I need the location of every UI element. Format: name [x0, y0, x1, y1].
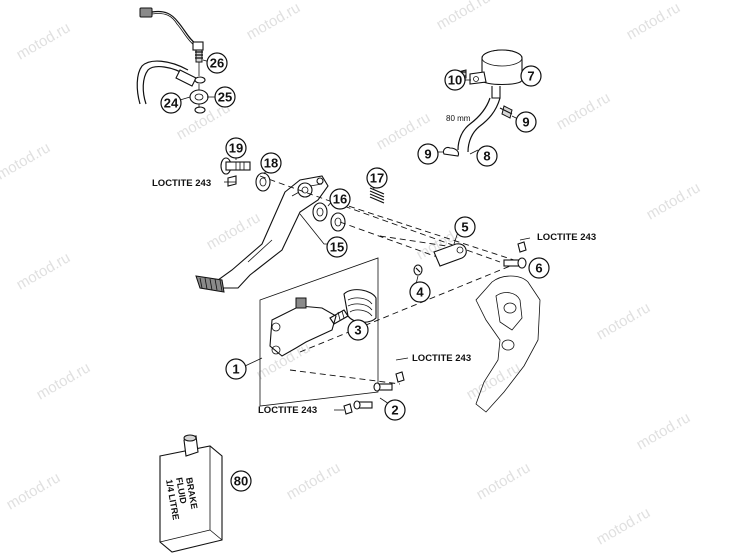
callout-9-lower: 9: [417, 143, 439, 165]
callout-17: 17: [366, 167, 388, 189]
callout-6: 6: [528, 257, 550, 279]
callout-9-upper: 9: [515, 111, 537, 133]
watermark: motod.ru: [594, 299, 654, 343]
push-rod-clevis: [413, 243, 467, 276]
watermark: motod.ru: [0, 139, 53, 183]
watermark: motod.ru: [284, 459, 344, 503]
can-label-line2: FLUID: [174, 477, 189, 505]
watermark: motod.ru: [594, 504, 654, 548]
callout-80: 80: [230, 470, 252, 492]
svg-text:2: 2: [391, 403, 398, 418]
svg-text:26: 26: [210, 56, 224, 71]
callout-24: 24: [160, 92, 182, 114]
watermark: motod.ru: [474, 459, 534, 503]
callout-15: 15: [326, 236, 348, 258]
watermark: motod.ru: [14, 249, 74, 293]
reservoir-hose: 80 mm: [442, 97, 513, 157]
watermark: motod.ru: [4, 469, 64, 513]
svg-text:1: 1: [232, 362, 239, 377]
svg-text:10: 10: [448, 73, 462, 88]
svg-text:19: 19: [229, 141, 243, 156]
clevis-bolt: [503, 241, 527, 269]
svg-text:4: 4: [416, 285, 424, 300]
brake-light-switch: [139, 7, 204, 63]
svg-text:7: 7: [527, 69, 534, 84]
watermark: motod.ru: [464, 359, 524, 403]
svg-text:5: 5: [461, 220, 468, 235]
frame-mount-outline: [475, 275, 541, 413]
watermark: motod.ru: [644, 179, 704, 223]
callout-26: 26: [206, 52, 228, 74]
callout-4: 4: [409, 281, 431, 303]
watermark: motod.ru: [244, 0, 304, 43]
callout-5: 5: [454, 216, 476, 238]
svg-text:9: 9: [522, 115, 529, 130]
callout-8: 8: [476, 145, 498, 167]
master-cylinder-panel: [259, 257, 379, 407]
return-spring: [369, 187, 385, 204]
svg-text:25: 25: [218, 90, 232, 105]
svg-text:3: 3: [354, 323, 361, 338]
watermark: motod.ru: [34, 359, 94, 403]
brake-fluid-reservoir: [455, 49, 523, 99]
svg-text:17: 17: [370, 171, 384, 186]
watermark: motod.ru: [554, 89, 614, 133]
brake-hose-upper: [136, 60, 209, 114]
svg-text:8: 8: [483, 149, 490, 164]
mounting-bolts: [343, 371, 405, 415]
loctite-label-lower-bolt: LOCTITE 243: [258, 405, 317, 416]
hose-length-label: 80 mm: [446, 114, 471, 123]
svg-text:18: 18: [264, 156, 278, 171]
watermark: motod.ru: [434, 0, 494, 33]
callout-2: 2: [384, 399, 406, 421]
svg-text:9: 9: [424, 147, 431, 162]
svg-text:16: 16: [333, 192, 347, 207]
loctite-label-pivot: LOCTITE 243: [152, 178, 211, 189]
watermark: motod.ru: [624, 0, 684, 43]
watermark: motod.ru: [634, 409, 694, 453]
callout-16: 16: [329, 188, 351, 210]
watermark-layer: motod.ru motod.ru motod.ru motod.ru moto…: [0, 0, 703, 548]
callout-18: 18: [260, 152, 282, 174]
brake-fluid-can: BRAKE FLUID 1/4 LITRE: [159, 434, 223, 553]
callout-25: 25: [214, 86, 236, 108]
pedal-pivot-bolt: [220, 157, 271, 192]
loctite-label-upper-bolt: LOCTITE 243: [412, 353, 471, 364]
callout-3: 3: [347, 319, 369, 341]
dust-boot: [343, 289, 377, 323]
svg-text:24: 24: [164, 96, 179, 111]
watermark: motod.ru: [14, 19, 74, 63]
svg-text:15: 15: [330, 240, 344, 255]
svg-text:6: 6: [535, 261, 542, 276]
callout-19: 19: [225, 137, 247, 159]
svg-text:80: 80: [234, 474, 248, 489]
callout-1: 1: [225, 358, 247, 380]
watermark: motod.ru: [204, 209, 264, 253]
loctite-label-clevis: LOCTITE 243: [537, 232, 596, 243]
callout-7: 7: [520, 65, 542, 87]
callout-10: 10: [444, 69, 466, 91]
